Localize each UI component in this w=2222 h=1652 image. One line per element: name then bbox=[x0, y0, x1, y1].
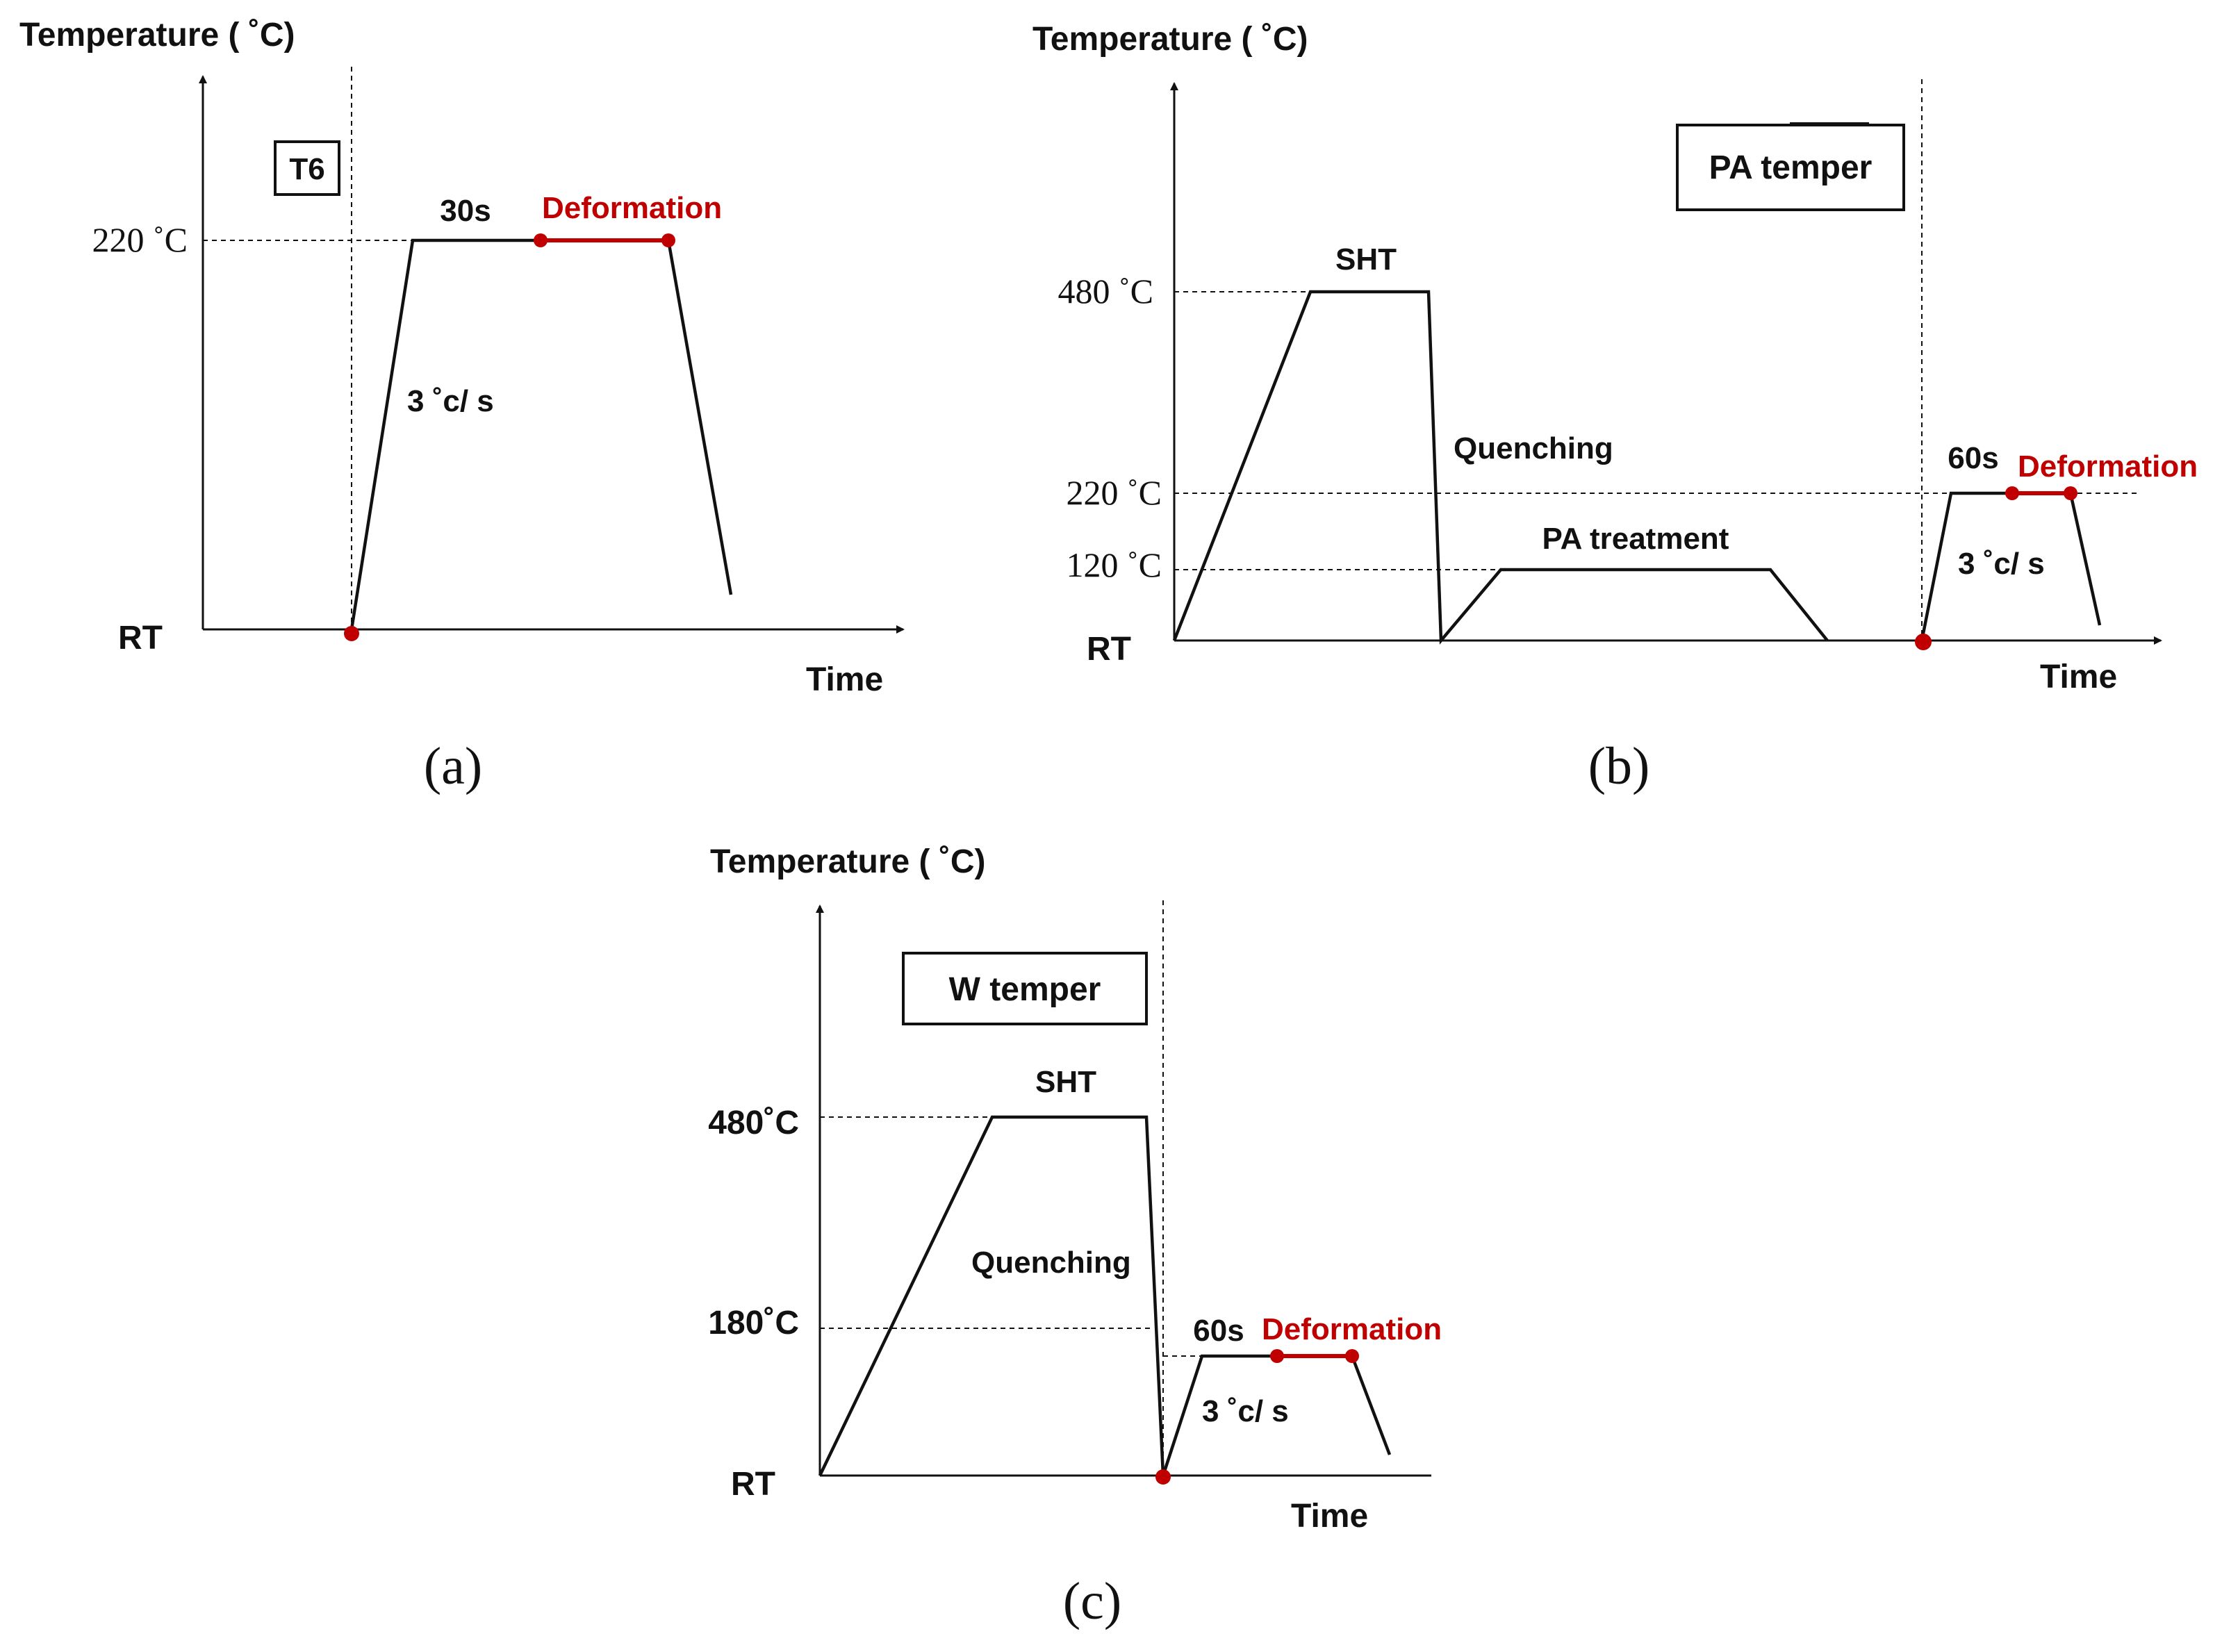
heating-curve-c bbox=[1161, 1354, 1277, 1476]
sht-curve-c bbox=[818, 1115, 1165, 1476]
rate-label-a: 3 ˚c/ s bbox=[407, 384, 494, 418]
x-axis-label-b: Time bbox=[2040, 659, 2117, 695]
cooling-curve-c bbox=[1350, 1355, 1392, 1455]
hold-label-c: 60s bbox=[1193, 1314, 1244, 1348]
sht-label-b: SHT bbox=[1335, 242, 1397, 276]
badge-b: PA temper bbox=[1709, 149, 1873, 186]
caption-b: (b) bbox=[1588, 737, 1650, 795]
hold-label-a: 30s bbox=[440, 194, 491, 228]
caption-a: (a) bbox=[424, 737, 482, 795]
rate-label-b: 3 ˚c/ s bbox=[1958, 547, 2045, 581]
deformation-label-c: Deformation bbox=[1262, 1312, 1442, 1346]
panel-a: Temperature ( ˚C) Time T6 220 ˚C RT 30s … bbox=[19, 17, 905, 795]
tick-220-b: 220 ˚C bbox=[1067, 473, 1162, 512]
badge-c: W temper bbox=[949, 971, 1101, 1008]
y-axis-label-a: Temperature ( ˚C) bbox=[19, 17, 295, 53]
deformation-label-a: Deformation bbox=[542, 191, 722, 225]
caption-c: (c) bbox=[1063, 1572, 1121, 1630]
badge-box-a bbox=[274, 140, 340, 196]
badge-box-b bbox=[1676, 124, 1905, 211]
deformation-start-b bbox=[2005, 486, 2019, 500]
quenching-label-b: Quenching bbox=[1454, 431, 1613, 465]
y-axis-label-b: Temperature ( ˚C) bbox=[1032, 21, 1308, 58]
badge-box-c bbox=[902, 952, 1148, 1025]
badge-a: T6 bbox=[289, 152, 324, 186]
tick-220-a: 220 ˚C bbox=[92, 220, 188, 259]
heating-curve-b bbox=[1920, 491, 2012, 641]
y-axis-label-c: Temperature ( ˚C) bbox=[710, 843, 986, 880]
deformation-start-a bbox=[534, 233, 548, 247]
panel-b: Temperature ( ˚C) Time PA temper 480 ˚C … bbox=[1032, 21, 2198, 795]
quenching-label-c: Quenching bbox=[971, 1246, 1131, 1280]
sht-label-c: SHT bbox=[1035, 1065, 1096, 1099]
rate-label-c: 3 ˚c/ s bbox=[1202, 1394, 1289, 1428]
tick-480-b: 480 ˚C bbox=[1058, 272, 1154, 311]
deformation-end-a bbox=[661, 233, 675, 247]
deformation-label-b: Deformation bbox=[2018, 449, 2198, 484]
pa-treatment-label-b: PA treatment bbox=[1542, 522, 1729, 556]
cooling-curve-b bbox=[2068, 493, 2102, 626]
x-axis-label-c: Time bbox=[1291, 1498, 1368, 1535]
tick-480-c: 480˚C bbox=[708, 1105, 799, 1141]
sht-pa-curve-b bbox=[1172, 290, 1829, 645]
tick-rt-a: RT bbox=[118, 620, 163, 656]
x-axis-label-a: Time bbox=[806, 661, 883, 698]
start-point-a bbox=[344, 626, 359, 641]
start-point-b bbox=[1915, 634, 1932, 650]
deformation-end-c bbox=[1345, 1349, 1359, 1363]
hold-label-b: 60s bbox=[1948, 441, 1998, 475]
deformation-start-c bbox=[1270, 1349, 1284, 1363]
tick-180-c: 180˚C bbox=[708, 1305, 799, 1341]
cooling-curve-a bbox=[666, 240, 733, 595]
panel-c: Temperature ( ˚C) Time W temper 480˚C 18… bbox=[708, 843, 1442, 1630]
tick-rt-c: RT bbox=[731, 1466, 775, 1503]
start-point-c bbox=[1155, 1469, 1171, 1485]
tick-120-b: 120 ˚C bbox=[1067, 545, 1162, 584]
heating-curve-a bbox=[349, 238, 541, 630]
tick-rt-b: RT bbox=[1087, 631, 1131, 668]
deformation-end-b bbox=[2064, 486, 2077, 500]
